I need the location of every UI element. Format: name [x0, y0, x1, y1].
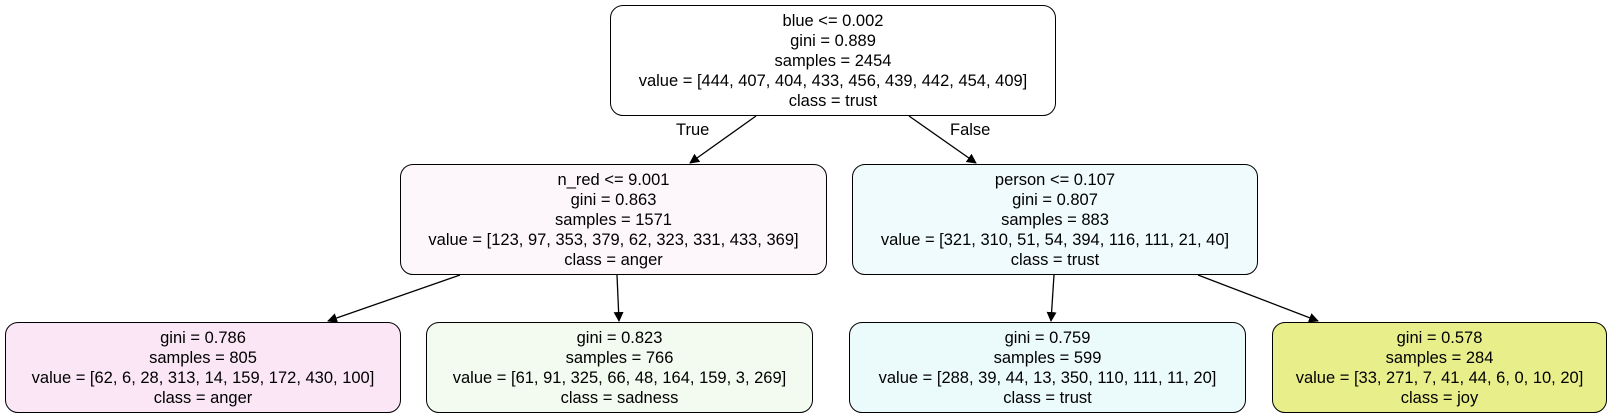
node-samples: samples = 1571: [555, 210, 672, 229]
edge-left-to-leaf2: [613, 274, 624, 322]
node-gini: gini = 0.578: [1396, 328, 1483, 347]
node-gini: gini = 0.807: [1012, 190, 1098, 209]
tree-leaf-anger: gini = 0.786 samples = 805 value = [62, …: [5, 322, 401, 413]
node-class: class = trust: [1010, 250, 1100, 269]
node-value: value = [444, 407, 404, 433, 456, 439, 4…: [638, 71, 1028, 90]
node-value: value = [123, 97, 353, 379, 62, 323, 331…: [428, 230, 799, 249]
node-class: class = trust: [1003, 388, 1092, 407]
tree-leaf-sadness: gini = 0.823 samples = 766 value = [61, …: [426, 322, 813, 413]
node-gini: gini = 0.759: [1004, 328, 1091, 347]
node-class: class = anger: [153, 388, 253, 407]
edge-left-to-leaf1: [327, 274, 461, 323]
node-split-rule: person <= 0.107: [994, 170, 1116, 189]
node-samples: samples = 805: [149, 348, 257, 367]
node-class: class = anger: [564, 250, 663, 269]
tree-node-root: blue <= 0.002 gini = 0.889 samples = 245…: [610, 5, 1056, 116]
node-gini: gini = 0.889: [790, 31, 876, 50]
tree-leaf-trust: gini = 0.759 samples = 599 value = [288,…: [849, 322, 1246, 413]
node-value: value = [321, 310, 51, 54, 394, 116, 111…: [880, 230, 1230, 249]
edge-right-to-leaf4: [1197, 274, 1319, 323]
node-value: value = [288, 39, 44, 13, 350, 110, 111,…: [878, 368, 1217, 387]
tree-leaf-joy: gini = 0.578 samples = 284 value = [33, …: [1272, 322, 1607, 413]
node-samples: samples = 766: [565, 348, 674, 367]
node-value: value = [62, 6, 28, 313, 14, 159, 172, 4…: [31, 368, 375, 387]
node-samples: samples = 2454: [774, 51, 892, 70]
node-value: value = [61, 91, 325, 66, 48, 164, 159, …: [452, 368, 787, 387]
node-samples: samples = 284: [1385, 348, 1494, 367]
node-value: value = [33, 271, 7, 41, 44, 6, 0, 10, 2…: [1295, 368, 1584, 387]
edge-label-false: False: [950, 121, 991, 139]
edge-label-true: True: [676, 121, 710, 139]
node-samples: samples = 599: [993, 348, 1102, 367]
node-gini: gini = 0.786: [160, 328, 246, 347]
edge-right-to-leaf3: [1046, 274, 1057, 322]
edge-root-to-right: [908, 115, 977, 164]
node-gini: gini = 0.823: [576, 328, 663, 347]
node-gini: gini = 0.863: [570, 190, 657, 209]
node-class: class = sadness: [560, 388, 679, 407]
node-samples: samples = 883: [1001, 210, 1109, 229]
node-split-rule: n_red <= 9.001: [557, 170, 670, 189]
node-split-rule: blue <= 0.002: [782, 11, 884, 30]
tree-node-left: n_red <= 9.001 gini = 0.863 samples = 15…: [400, 164, 827, 275]
node-class: class = trust: [788, 91, 878, 110]
edge-root-to-left: [689, 115, 757, 164]
tree-node-right: person <= 0.107 gini = 0.807 samples = 8…: [852, 164, 1258, 275]
node-class: class = joy: [1400, 388, 1479, 407]
